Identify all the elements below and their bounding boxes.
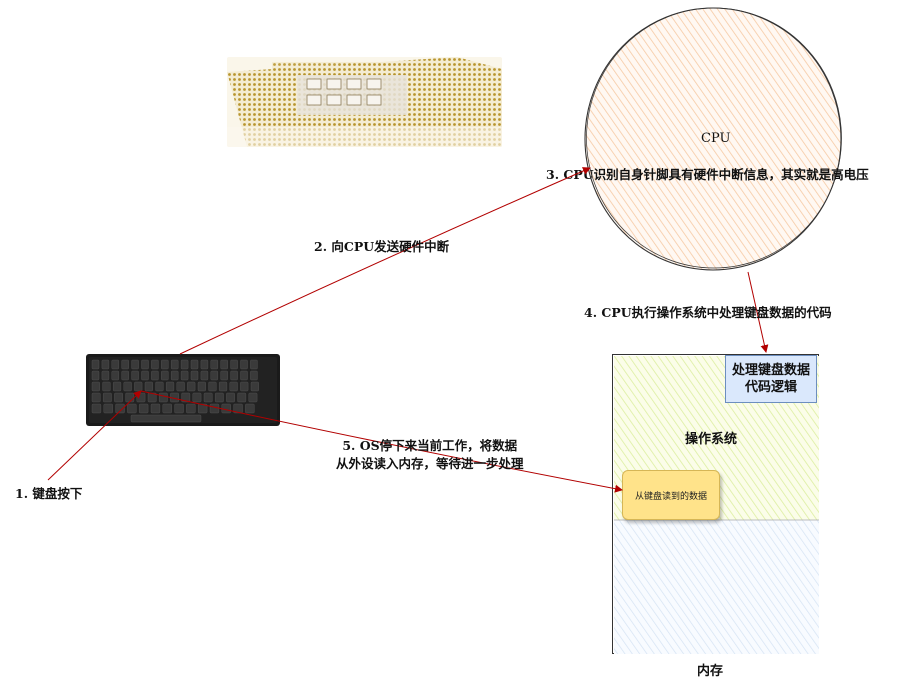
cpu-circle — [583, 6, 844, 272]
keyboard-handler-code-box: 处理键盘数据 代码逻辑 — [725, 355, 817, 403]
keyboard-image — [86, 354, 280, 426]
cpu-label: CPU — [701, 131, 731, 146]
step1-label: 1. 键盘按下 — [15, 486, 83, 501]
handler-line-2: 代码逻辑 — [744, 380, 797, 395]
step2-label: 2. 向CPU发送硬件中断 — [314, 239, 450, 254]
step5-line-1: 5. OS停下来当前工作，将数据 — [342, 438, 518, 453]
handler-line-1: 处理键盘数据 — [731, 363, 810, 378]
step3-label: 3. CPU识别自身针脚具有硬件中断信息，其实就是高电压 — [546, 167, 869, 182]
keyboard-data-box: 从键盘读到的数据 — [622, 470, 720, 520]
step5-label: 5. OS停下来当前工作，将数据 从外设读入内存，等待进一步处理 — [336, 437, 524, 473]
cpu-chip-image — [227, 57, 502, 147]
os-label: 操作系统 — [685, 432, 738, 447]
arrow-keyboard-to-cpu — [179, 167, 591, 355]
step4-label: 4. CPU执行操作系统中处理键盘数据的代码 — [584, 305, 832, 320]
step5-line-2: 从外设读入内存，等待进一步处理 — [336, 456, 524, 471]
memory-label: 内存 — [697, 664, 724, 679]
